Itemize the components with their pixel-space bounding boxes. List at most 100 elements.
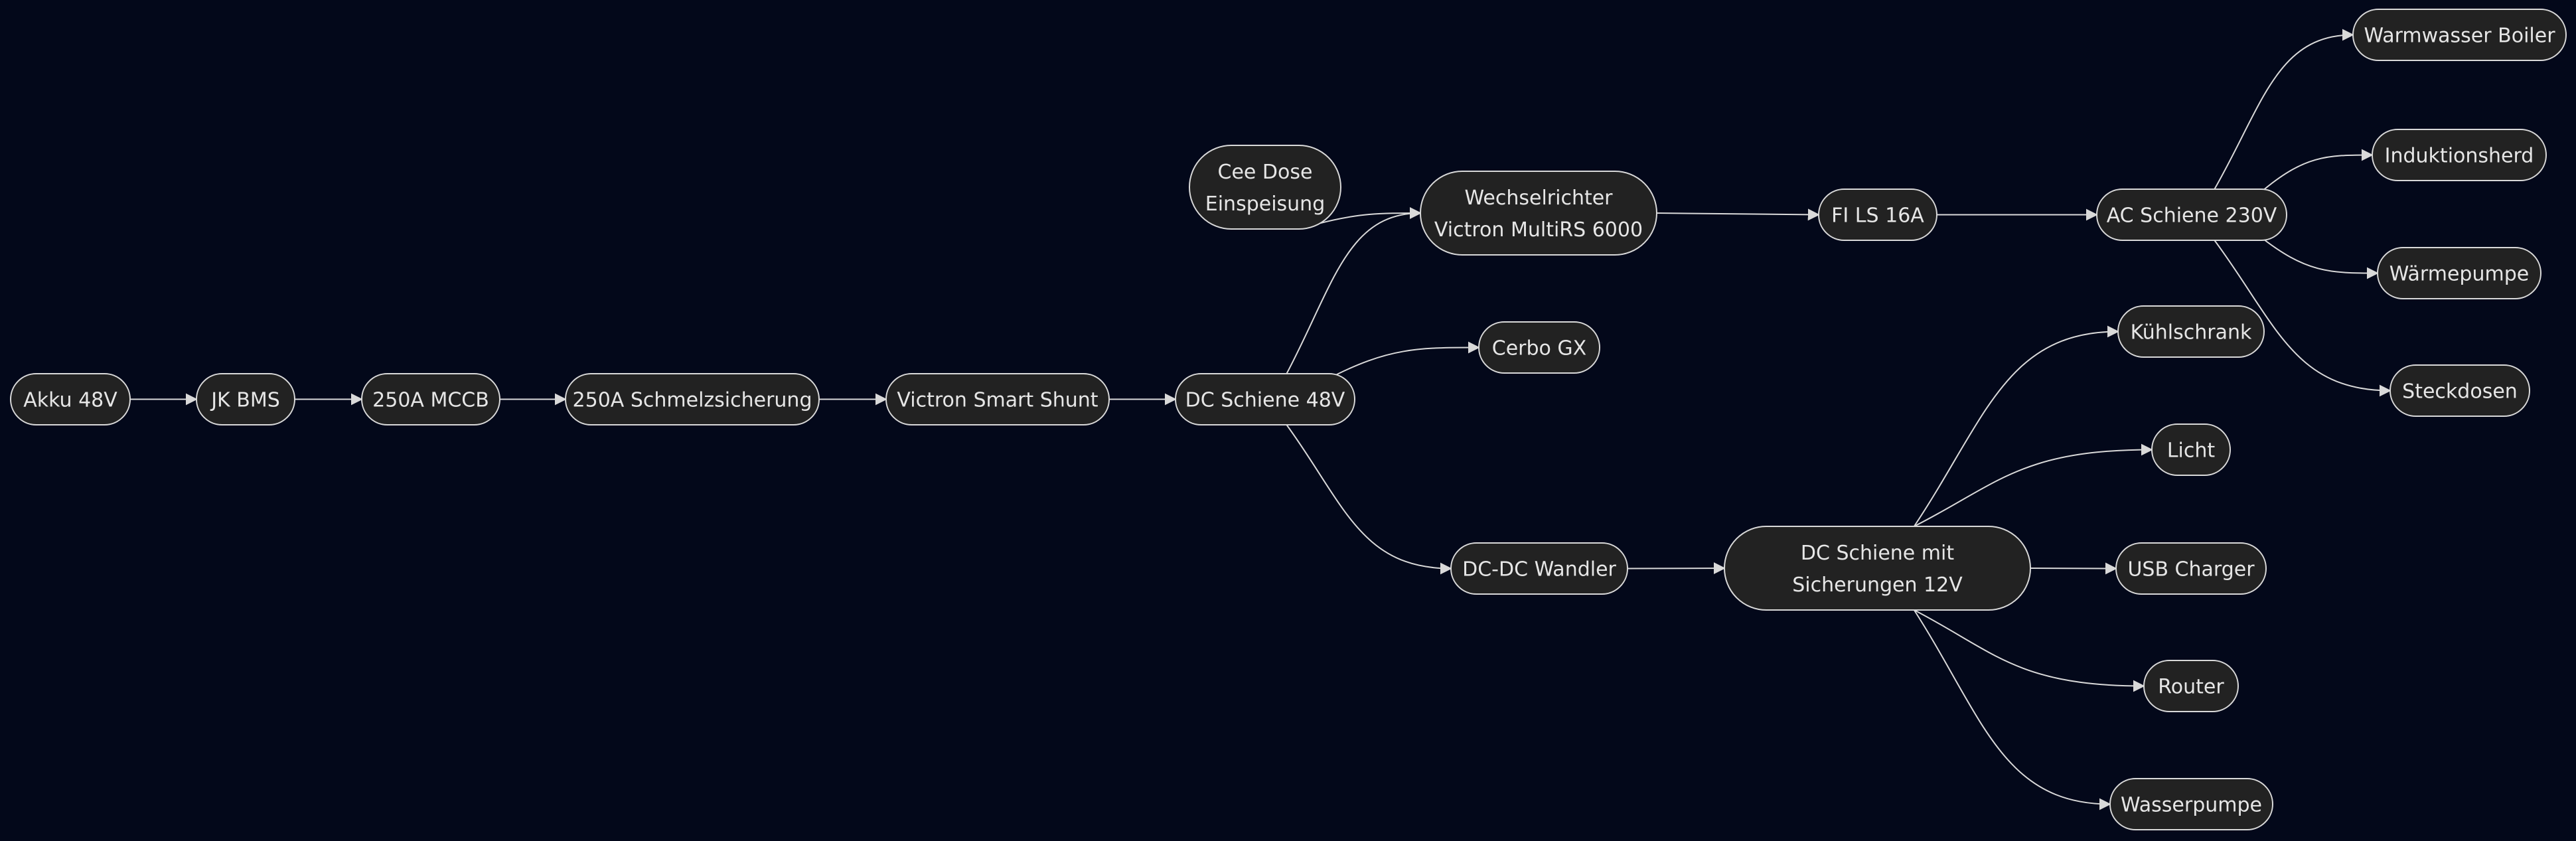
- node-label: Wärmepumpe: [2389, 263, 2529, 286]
- node-fils: FI LS 16A: [1818, 189, 1937, 241]
- node-label-line: Licht: [2167, 439, 2216, 463]
- node-router: Router: [2143, 660, 2239, 712]
- node-label: Steckdosen: [2402, 380, 2518, 404]
- node-label: Kühlschrank: [2131, 321, 2252, 344]
- edge-dc12-to-usb: [2030, 562, 2117, 575]
- node-shape: [1724, 526, 2031, 611]
- nodes-layer: Akku 48V JK BMS 250A MCCB 250A Schmelzsiche…: [10, 9, 2567, 830]
- node-shape: [196, 373, 295, 425]
- node-label: Induktionsherd: [2385, 145, 2534, 168]
- node-bms: JK BMS: [196, 373, 295, 425]
- edge-dc48-to-inverter: [1286, 207, 1422, 374]
- node-label-line: Steckdosen: [2402, 380, 2518, 404]
- edge-dc12-to-kuehlschrank: [1913, 325, 2119, 527]
- node-boiler: Warmwasser Boiler: [2352, 9, 2567, 61]
- edge-dc12-to-router: [1914, 609, 2145, 692]
- node-ac230: AC Schiene 230V: [2096, 189, 2287, 241]
- node-label-line: Victron Smart Shunt: [897, 389, 1098, 412]
- node-label-line: JK BMS: [210, 389, 280, 412]
- node-label: JK BMS: [210, 389, 280, 412]
- node-mccb: 250A MCCB: [361, 373, 500, 425]
- node-cerbo: Cerbo GX: [1478, 321, 1600, 374]
- edge-inverter-to-fils: [1656, 208, 1820, 221]
- node-shape: [2377, 247, 2541, 299]
- node-label: 250A MCCB: [372, 389, 489, 412]
- node-licht: Licht: [2151, 423, 2231, 476]
- node-label: Licht: [2167, 439, 2216, 463]
- node-label: FI LS 16A: [1831, 204, 1924, 228]
- node-label-line: AC Schiene 230V: [2107, 204, 2277, 228]
- node-shape: [2115, 542, 2267, 595]
- node-shape: [2096, 189, 2287, 241]
- edge-dcdc-to-dc12: [1627, 562, 1726, 575]
- edge-dc48-to-cerbo: [1327, 341, 1480, 380]
- node-label: USB Charger: [2127, 558, 2255, 581]
- node-shape: [565, 373, 820, 425]
- node-shape: [1189, 145, 1341, 230]
- node-label-line: Cee Dose: [1218, 161, 1313, 184]
- node-shape: [1818, 189, 1937, 241]
- node-shape: [1175, 373, 1355, 425]
- edge-ac230-to-induktion: [2257, 149, 2374, 195]
- node-label-line: Victron MultiRS 6000: [1434, 218, 1643, 242]
- node-shape: [2143, 660, 2239, 712]
- node-label-line: 250A Schmelzsicherung: [573, 389, 812, 412]
- node-shape: [10, 373, 131, 425]
- node-label: Router: [2158, 676, 2224, 699]
- node-dcdc: DC-DC Wandler: [1450, 542, 1628, 595]
- node-shape: [885, 373, 1110, 425]
- node-wasserpumpe: Wasserpumpe: [2109, 778, 2273, 830]
- node-shape: [361, 373, 500, 425]
- node-label-line: FI LS 16A: [1831, 204, 1924, 228]
- node-label-line: Wasserpumpe: [2121, 794, 2262, 817]
- node-shape: [1420, 171, 1657, 256]
- node-label-line: DC Schiene mit: [1801, 542, 1954, 565]
- node-shape: [2372, 129, 2547, 181]
- node-shape: [1450, 542, 1628, 595]
- node-shape: [2352, 9, 2567, 61]
- node-label: DC-DC Wandler: [1462, 558, 1616, 581]
- node-label: Akku 48V: [23, 389, 117, 412]
- edge-ac230-to-steckdosen: [2214, 240, 2391, 397]
- node-label: DC Schiene 48V: [1185, 389, 1345, 412]
- node-label-line: Cerbo GX: [1492, 337, 1586, 360]
- node-label-line: Sicherungen 12V: [1792, 573, 1963, 597]
- edge-dc48-to-dcdc: [1286, 424, 1452, 575]
- node-akku: Akku 48V: [10, 373, 131, 425]
- node-shape: [1478, 321, 1600, 374]
- edge-ac230-to-boiler: [2214, 29, 2354, 190]
- node-kuehlschrank: Kühlschrank: [2117, 305, 2265, 358]
- node-shape: [2117, 305, 2265, 358]
- node-label-line: Induktionsherd: [2385, 145, 2534, 168]
- node-label: Wasserpumpe: [2121, 794, 2262, 817]
- node-label-line: Einspeisung: [1205, 192, 1325, 216]
- node-shunt: Victron Smart Shunt: [885, 373, 1110, 425]
- edge-dc12-to-wasserpumpe: [1913, 609, 2111, 810]
- edge-dc12-to-licht: [1914, 443, 2153, 527]
- node-waermepumpe: Wärmepumpe: [2377, 247, 2541, 299]
- node-dc48: DC Schiene 48V: [1175, 373, 1355, 425]
- node-label-line: Kühlschrank: [2131, 321, 2252, 344]
- node-label-line: DC Schiene 48V: [1185, 389, 1345, 412]
- node-label-line: Wechselrichter: [1464, 187, 1613, 210]
- node-usb: USB Charger: [2115, 542, 2267, 595]
- node-label: 250A Schmelzsicherung: [573, 389, 812, 412]
- node-label: Victron Smart Shunt: [897, 389, 1098, 412]
- node-steckdosen: Steckdosen: [2389, 364, 2530, 417]
- edge-cee-to-inverter: [1318, 207, 1422, 224]
- node-label: Warmwasser Boiler: [2364, 25, 2555, 48]
- node-label: AC Schiene 230V: [2107, 204, 2277, 228]
- node-label-line: USB Charger: [2127, 558, 2255, 581]
- node-fuse: 250A Schmelzsicherung: [565, 373, 820, 425]
- node-shape: [2109, 778, 2273, 830]
- node-label-line: Warmwasser Boiler: [2364, 25, 2555, 48]
- node-label-line: Router: [2158, 676, 2224, 699]
- node-label: Cerbo GX: [1492, 337, 1586, 360]
